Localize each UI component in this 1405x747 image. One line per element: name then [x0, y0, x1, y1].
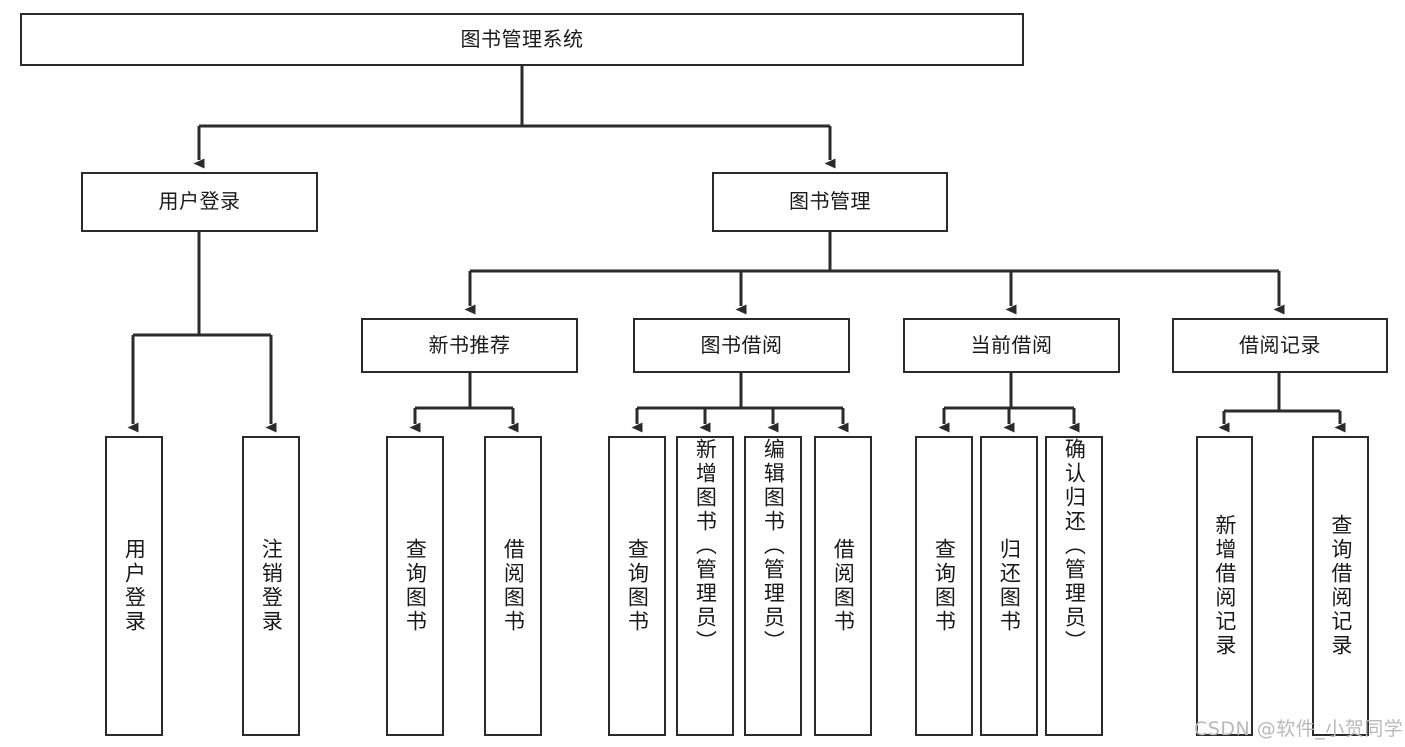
node-leaf-return-book-label: 归还图书	[997, 538, 1022, 634]
connectors-new-book	[409, 373, 519, 433]
csdn-watermark: CSDN @软件_小贺同学	[1194, 718, 1404, 740]
node-current-borrow[interactable]: 当前借阅	[903, 318, 1120, 373]
node-leaf-query-book-current-label: 查询图书	[932, 538, 957, 634]
node-leaf-lend-book[interactable]: 借阅图书	[814, 436, 872, 736]
node-book-management[interactable]: 图书管理	[712, 172, 948, 232]
connectors-root	[193, 66, 836, 169]
connectors-user-login	[127, 232, 277, 433]
node-book-borrow[interactable]: 图书借阅	[633, 318, 850, 373]
node-leaf-edit-book-admin[interactable]: 编辑图书（管理员）	[744, 436, 802, 736]
node-leaf-add-borrow-record-label: 新增借阅记录	[1212, 514, 1237, 658]
node-root-label: 图书管理系统	[460, 26, 584, 51]
node-leaf-query-book-new[interactable]: 查询图书	[386, 436, 444, 736]
node-borrow-records[interactable]: 借阅记录	[1172, 318, 1388, 373]
node-leaf-logout[interactable]: 注销登录	[242, 436, 300, 736]
connectors-records	[1218, 373, 1346, 433]
node-book-borrow-label: 图书借阅	[700, 332, 783, 357]
node-leaf-add-book-admin-label: 新增图书（管理员）	[693, 438, 718, 654]
node-leaf-query-book[interactable]: 查询图书	[608, 436, 666, 736]
node-leaf-user-login[interactable]: 用户登录	[105, 436, 163, 736]
node-leaf-query-borrow-record-label: 查询借阅记录	[1328, 514, 1353, 658]
node-leaf-query-book-label: 查询图书	[625, 538, 650, 634]
node-leaf-add-book-admin[interactable]: 新增图书（管理员）	[676, 436, 734, 736]
node-leaf-query-book-new-label: 查询图书	[403, 538, 428, 634]
node-book-management-label: 图书管理	[789, 189, 871, 214]
node-leaf-return-book[interactable]: 归还图书	[980, 436, 1038, 736]
node-leaf-logout-label: 注销登录	[259, 538, 284, 634]
node-borrow-records-label: 借阅记录	[1239, 332, 1321, 357]
node-leaf-add-borrow-record[interactable]: 新增借阅记录	[1196, 436, 1253, 736]
node-leaf-lend-book-label: 借阅图书	[831, 538, 856, 634]
node-user-login[interactable]: 用户登录	[81, 172, 318, 232]
connectors-book-manage	[464, 232, 1285, 315]
node-leaf-user-login-label: 用户登录	[122, 538, 147, 634]
node-user-login-label: 用户登录	[158, 189, 241, 214]
node-leaf-edit-book-admin-label: 编辑图书（管理员）	[761, 438, 786, 654]
node-new-book-recommend[interactable]: 新书推荐	[361, 318, 578, 373]
node-leaf-borrow-book-new[interactable]: 借阅图书	[484, 436, 542, 736]
node-new-book-recommend-label: 新书推荐	[428, 332, 511, 357]
node-root[interactable]: 图书管理系统	[20, 13, 1024, 66]
node-leaf-query-book-current[interactable]: 查询图书	[915, 436, 973, 736]
node-leaf-query-borrow-record[interactable]: 查询借阅记录	[1312, 436, 1369, 736]
node-leaf-borrow-book-new-label: 借阅图书	[501, 538, 526, 634]
node-current-borrow-label: 当前借阅	[970, 332, 1053, 357]
connectors-current	[938, 373, 1080, 433]
connectors-borrow	[631, 373, 849, 433]
node-leaf-confirm-return-admin[interactable]: 确认归还（管理员）	[1045, 436, 1103, 736]
node-leaf-confirm-return-admin-label: 确认归还（管理员）	[1062, 438, 1087, 654]
